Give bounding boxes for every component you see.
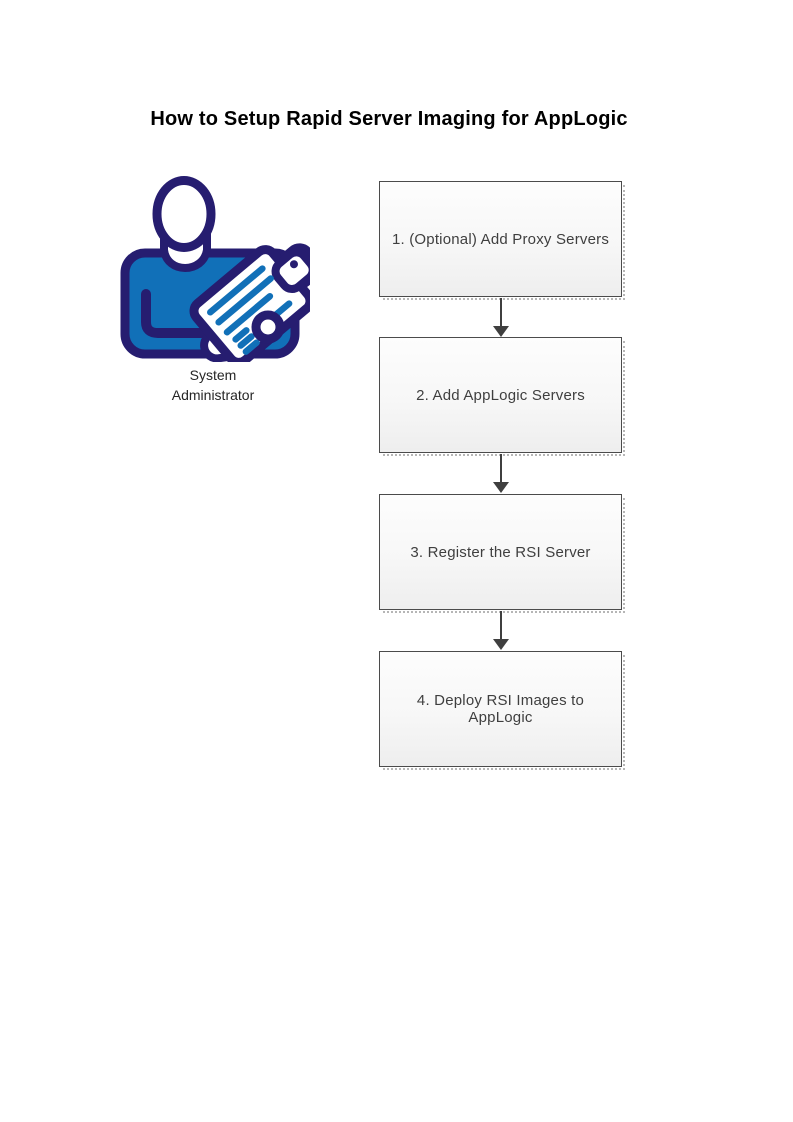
flow-arrow-3 [493,611,509,650]
flow-step-2: 2. Add AppLogic Servers [379,337,625,456]
actor-arm [141,289,211,338]
flow-step-4-label: 4. Deploy RSI Images to AppLogic [416,692,585,726]
arrow-down-icon [493,639,509,650]
actor-head [152,176,216,252]
flow-arrow-1 [493,298,509,337]
actor-hand [251,310,285,344]
flow-step-1-label: 1. (Optional) Add Proxy Servers [391,230,610,248]
arrow-line [500,298,502,326]
system-administrator-icon [120,176,310,362]
flow-step-3: 3. Register the RSI Server [379,494,625,613]
actor-label: System Administrator [171,367,255,403]
page-title: How to Setup Rapid Server Imaging for Ap… [150,108,628,130]
arrow-line [500,611,502,639]
flow-step-4: 4. Deploy RSI Images to AppLogic [379,651,625,770]
arrow-down-icon [493,326,509,337]
flow-step-1: 1. (Optional) Add Proxy Servers [379,181,625,300]
flow-step-3-label: 3. Register the RSI Server [410,543,591,561]
arrow-down-icon [493,482,509,493]
arrow-line [500,454,502,482]
flow-arrow-2 [493,454,509,493]
flow-step-2-label: 2. Add AppLogic Servers [416,386,585,404]
clipboard-icon [189,243,310,362]
